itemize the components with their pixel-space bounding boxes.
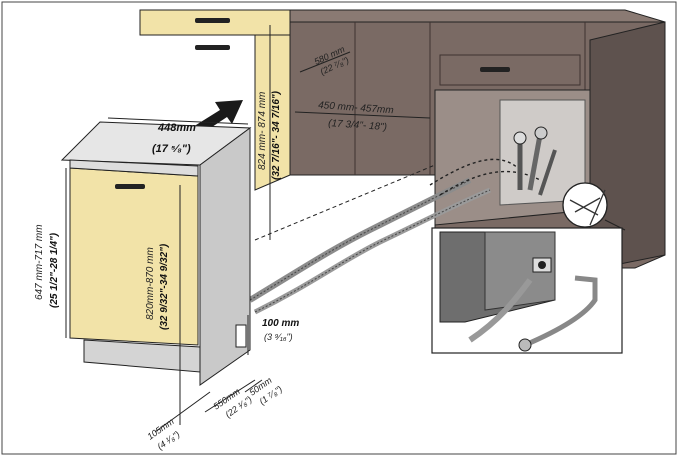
height-range-mm-label: 647 mm-717 mm	[34, 224, 45, 300]
hose-routing-dotted	[429, 158, 521, 186]
plinth-in-label: (3 ⁹⁄₁₆")	[264, 332, 293, 342]
cavity-width-in-label: (17 3/4"- 18")	[328, 118, 387, 133]
door-handle	[115, 184, 145, 189]
adjustable-foot	[235, 324, 247, 348]
dishwasher-door	[69, 167, 199, 346]
detail-magnifier	[562, 182, 608, 228]
valve-pipe	[527, 134, 543, 191]
cavity-width-mm-label: 450 mm- 457mm	[318, 100, 394, 116]
hose-routing-dotted	[439, 170, 541, 196]
valve-icon	[534, 126, 548, 140]
dim-line-base	[154, 391, 211, 433]
inset-fitting-icon	[518, 338, 532, 352]
dim-line-base-depth	[204, 379, 256, 413]
width-mm-label: 448mm	[157, 122, 196, 134]
inset-inlet-pipe	[524, 275, 598, 348]
valve-icon	[513, 131, 527, 145]
dim-line-gap	[244, 379, 263, 393]
plinth-mm-label: 100 mm	[262, 318, 299, 329]
inlet-hose	[253, 187, 491, 315]
height-range-in-label: (25 1/2"-28 1/4")	[49, 232, 60, 308]
door-height-mm-label: 820mm-870 mm	[145, 247, 156, 320]
dim-line-width	[107, 117, 249, 125]
magnifier-detail	[569, 189, 606, 226]
cavity-height-in-label: (32 7/16"- 34 7/16")	[271, 90, 282, 180]
dim-line-depth	[299, 51, 351, 73]
drawer-handle	[195, 45, 230, 50]
control-strip	[69, 159, 199, 177]
drawer-handle	[480, 67, 510, 72]
drain-pipe	[538, 149, 557, 196]
dishwasher-plinth	[83, 339, 201, 373]
inset-drain-hose	[468, 278, 533, 343]
dim-line-cavity-width	[294, 111, 431, 119]
width-in-label: (17 ⁵⁄₈")	[152, 143, 191, 155]
drawer-handle	[195, 18, 230, 23]
cavity-height-mm-label: 824 mm- 874 mm	[257, 92, 268, 170]
door-height-in-label: (32 9/32"-34 9/32")	[159, 243, 170, 330]
dishwasher-side	[199, 127, 251, 386]
cavity-floor-dashed	[254, 164, 436, 241]
inset-panel	[484, 231, 556, 311]
drain-hose-edge	[249, 179, 471, 301]
inset-port-icon	[538, 261, 546, 269]
